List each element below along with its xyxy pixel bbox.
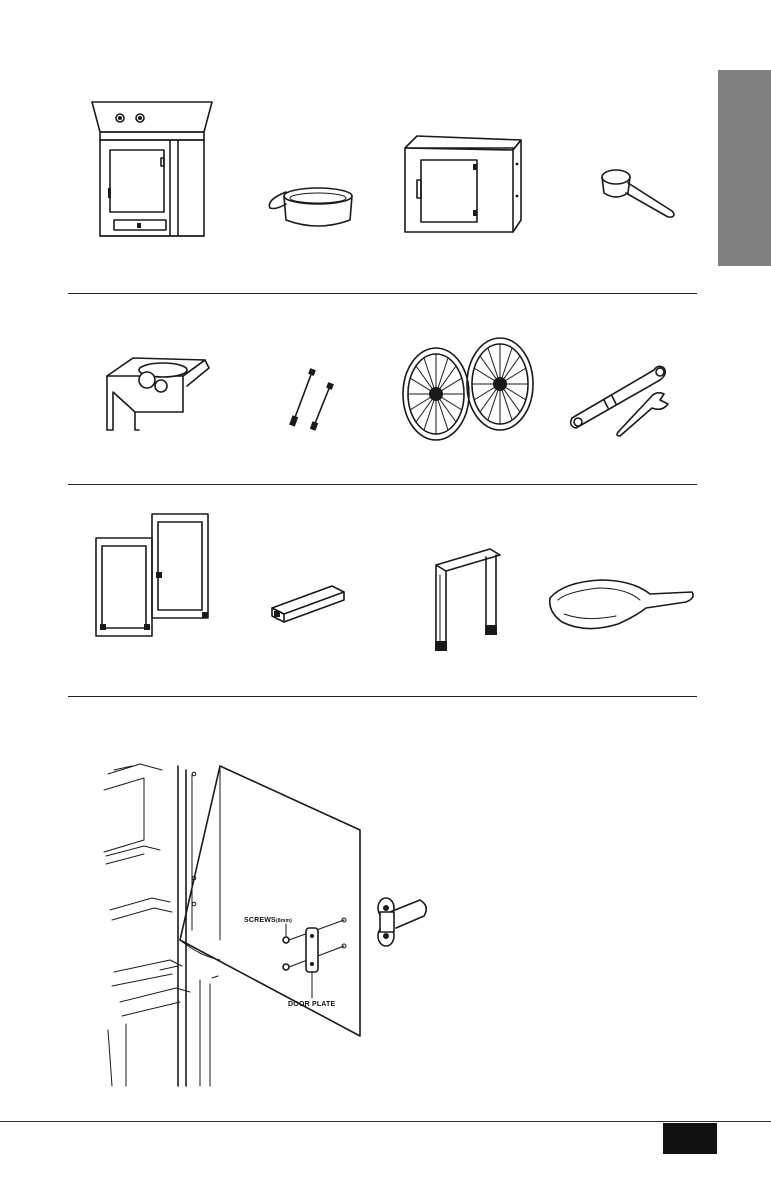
wheels-icon — [398, 334, 538, 444]
tube-icon — [270, 582, 346, 624]
door-plate-label: DOOR PLATE — [288, 1001, 336, 1008]
upper-cabinet-icon — [403, 134, 523, 234]
divider — [68, 696, 697, 697]
ash-pan-icon — [264, 182, 364, 232]
scoop-icon — [546, 578, 696, 636]
ash-tool-icon — [598, 165, 678, 217]
leg-frame-icon — [94, 512, 212, 638]
bracket-icon — [105, 352, 211, 432]
door-plate-diagram: SCREWS (8mm) DOOR PLATE — [100, 760, 430, 1090]
smoker-cabinet-icon — [82, 96, 222, 246]
divider — [68, 484, 697, 485]
footer-rule — [0, 1121, 771, 1122]
divider — [68, 293, 697, 294]
bolts-icon — [280, 368, 338, 430]
screws-size-label: (8mm) — [276, 918, 292, 924]
u-leg-icon — [432, 545, 504, 655]
side-tab — [718, 70, 771, 266]
wrench-icon — [568, 360, 674, 436]
screws-label: SCREWS — [244, 917, 276, 924]
page-number-box — [663, 1123, 717, 1154]
